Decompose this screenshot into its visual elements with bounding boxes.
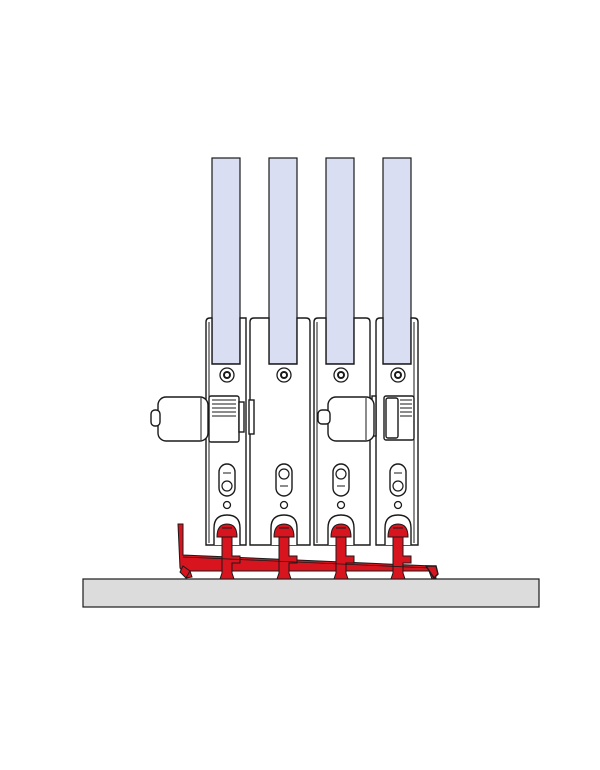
- roller-wheels: [216, 523, 409, 538]
- glass-panel-4: [382, 157, 412, 365]
- adjustment-slot-icon: [218, 463, 236, 497]
- small-holes: [222, 500, 403, 510]
- roller-wheel-icon: [216, 523, 238, 538]
- screw-icon: [390, 367, 406, 383]
- adjustment-slot-icon: [389, 463, 407, 497]
- adjustment-slots: [218, 463, 407, 497]
- lock-cylinder-icon: [317, 396, 375, 442]
- screw-icon: [333, 367, 349, 383]
- roller-wheel-icon: [273, 523, 295, 538]
- glass-panel-1: [211, 157, 241, 365]
- track-details: [182, 556, 439, 580]
- glass-panel-3: [325, 157, 355, 365]
- glass-panels: [211, 157, 412, 365]
- carriage-housing-2: [249, 317, 311, 546]
- glass-panel-2: [268, 157, 298, 365]
- lock-mechanism-3: [317, 395, 377, 442]
- lock-cylinder-icon: [150, 396, 209, 442]
- track-rails: [219, 534, 412, 580]
- lock-mechanism-2: [248, 399, 255, 435]
- roller-wheel-icon: [330, 523, 352, 538]
- floor-slab: [82, 578, 540, 608]
- adjustment-slot-icon: [275, 463, 293, 497]
- roller-wheel-icon: [387, 523, 409, 538]
- screw-icons: [219, 367, 406, 383]
- adjustment-slot-icon: [332, 463, 350, 497]
- lock-mechanism-4: [383, 395, 415, 441]
- screw-icon: [219, 367, 235, 383]
- lock-mechanism-1: [150, 395, 245, 443]
- screw-icon: [276, 367, 292, 383]
